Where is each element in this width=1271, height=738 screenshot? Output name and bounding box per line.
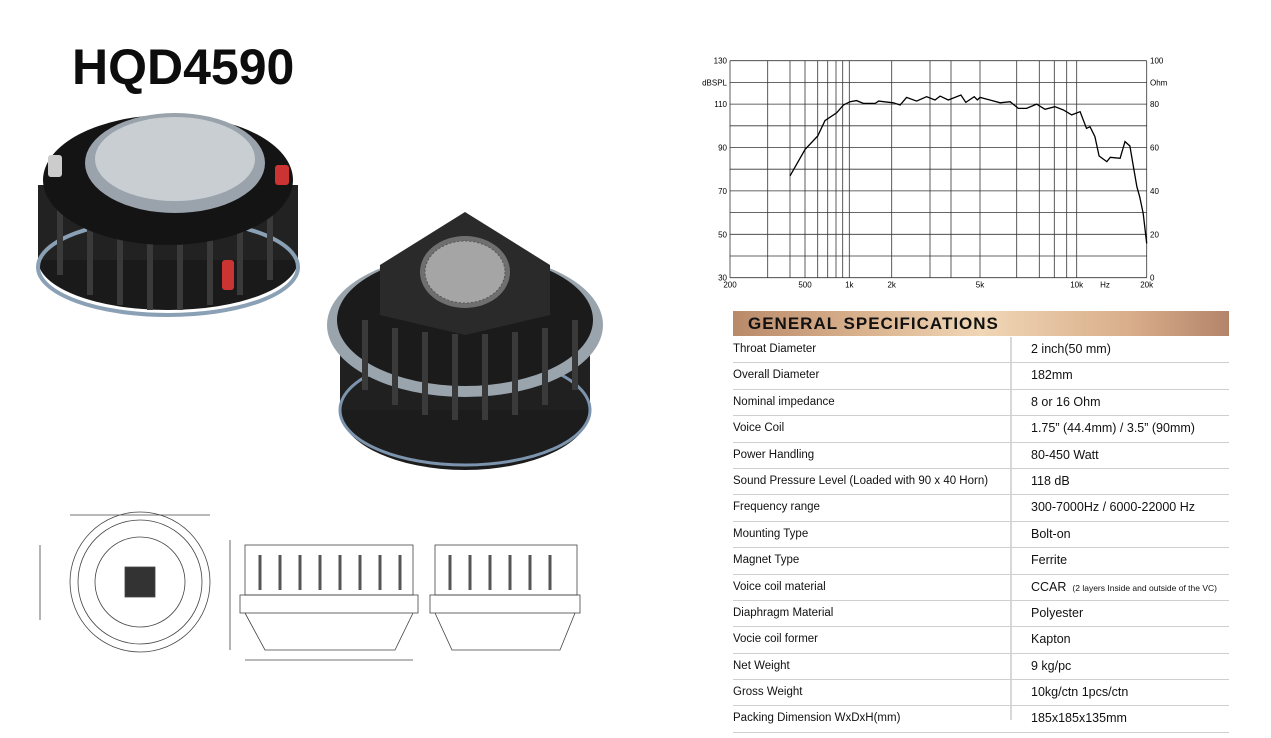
spec-row: Voice coil material CCAR (2 layers Inside … — [733, 575, 1229, 601]
spec-label: Diaphragm Material — [733, 606, 834, 619]
spec-label: Frequency range — [733, 501, 820, 514]
spec-label: Voice Coil — [733, 422, 785, 435]
x-tick-label: 1k — [845, 281, 854, 290]
spec-value: 8 or 16 Ohm — [1031, 395, 1100, 409]
spec-value-text: 1.75” (44.4mm) / 3.5” (90mm) — [1031, 421, 1195, 436]
spec-row: Net Weight 9 kg/pc — [733, 654, 1229, 681]
specs-table: Throat Diameter 2 inch(50 mm) Overall Diam… — [733, 337, 1229, 733]
spec-row: Overall Diameter 182mm — [733, 363, 1229, 390]
spec-row: Nominal impedance 8 or 16 Ohm — [733, 390, 1229, 417]
spec-row: Frequency range 300-7000Hz / 6000-22000 H… — [733, 495, 1229, 522]
y-axis-label-right: Ohm — [1150, 78, 1168, 87]
y-tick-label-left: 90 — [718, 144, 727, 153]
y-tick-label-left: 110 — [714, 100, 727, 109]
technical-drawings — [39, 511, 581, 661]
spec-label: Sound Pressure Level (Loaded with 90 x 4… — [733, 474, 989, 487]
y-tick-label-right: 80 — [1150, 100, 1159, 109]
x-tick-label: 2k — [887, 281, 896, 290]
spec-value-text: Polyester — [1031, 605, 1084, 620]
spec-value-note: (2 layers Inside and outside of the VC) — [1072, 582, 1218, 593]
spec-value-text: 8 or 16 Ohm — [1031, 394, 1101, 409]
spec-value-text: 10kg/ctn 1pcs/ctn — [1031, 685, 1129, 700]
y-tick-label-right: 0 — [1150, 274, 1155, 283]
spec-row: Gross Weight 10kg/ctn 1pcs/ctn — [733, 680, 1229, 707]
spec-value: 182mm — [1031, 368, 1073, 382]
spec-label: Packing Dimension WxDxH(mm) — [733, 712, 901, 725]
y-tick-label-right: 40 — [1150, 187, 1159, 196]
spec-label: Overall Diameter — [733, 369, 820, 382]
spec-value-text: Bolt-on — [1031, 526, 1071, 541]
spec-row: Diaphragm Material Polyester — [733, 601, 1229, 628]
spec-value: CCAR (2 layers Inside and outside of the … — [1031, 580, 1217, 594]
spec-value: Ferrite — [1031, 553, 1067, 567]
spec-row: Sound Pressure Level (Loaded with 90 x 4… — [733, 469, 1229, 496]
x-tick-label: 200 — [723, 281, 737, 290]
spec-label: Magnet Type — [733, 554, 800, 567]
spec-value: 2 inch(50 mm) — [1031, 342, 1111, 356]
spl-curve — [789, 94, 1148, 244]
spec-label: Power Handling — [733, 448, 815, 461]
y-tick-label-right: 100 — [1150, 57, 1164, 66]
y-tick-label-left: 30 — [718, 274, 727, 283]
spec-row: Power Handling 80-450 Watt — [733, 443, 1229, 469]
spec-label: Vocie coil former — [733, 633, 819, 646]
spec-row: Mounting Type Bolt-on — [733, 522, 1229, 549]
spec-value: 300-7000Hz / 6000-22000 Hz — [1031, 500, 1195, 514]
y-tick-label-right: 60 — [1150, 144, 1159, 153]
spec-value: 10kg/ctn 1pcs/ctn — [1031, 685, 1128, 699]
spec-value-text: Ferrite — [1031, 553, 1068, 568]
spec-label: Throat Diameter — [733, 343, 817, 355]
spec-value-text: Kapton — [1031, 632, 1071, 647]
spec-value-text: 118 dB — [1031, 473, 1070, 488]
spec-value-text: 182mm — [1031, 368, 1073, 383]
driver-photo-front — [327, 212, 603, 470]
x-axis-label: Hz — [1100, 281, 1110, 290]
y-tick-label-left: 130 — [714, 57, 728, 66]
x-tick-label: 500 — [798, 281, 812, 290]
spec-value: Polyester — [1031, 606, 1083, 620]
spec-value-text: 9 kg/pc — [1031, 658, 1072, 673]
specs-header-bar: GENERAL SPECIFICATIONS — [733, 311, 1229, 336]
spec-value-text: CCAR — [1031, 579, 1067, 594]
y-tick-label-left: 50 — [718, 230, 727, 239]
driver-photo-back — [36, 113, 300, 317]
spec-row: Voice Coil 1.75” (44.4mm) / 3.5” (90mm) — [733, 416, 1229, 443]
x-tick-label: 5k — [976, 281, 985, 290]
spec-label: Mounting Type — [733, 527, 809, 540]
specs-header-title: GENERAL SPECIFICATIONS — [748, 314, 999, 333]
spec-value: 1.75” (44.4mm) / 3.5” (90mm) — [1031, 421, 1195, 435]
x-tick-label: 10k — [1070, 281, 1084, 290]
spec-value: 80-450 Watt — [1031, 448, 1099, 462]
spec-row: Magnet Type Ferrite — [733, 548, 1229, 575]
spec-label: Voice coil material — [733, 580, 826, 593]
spec-value-text: 80-450 Watt — [1031, 447, 1099, 462]
spec-label: Gross Weight — [733, 686, 803, 699]
spec-value: 9 kg/pc — [1031, 659, 1071, 673]
y-tick-label-right: 20 — [1150, 230, 1159, 239]
spec-label: Nominal impedance — [733, 395, 835, 408]
spec-value-text: 185x185x135mm — [1031, 711, 1127, 726]
spec-row: Throat Diameter 2 inch(50 mm) — [733, 337, 1229, 364]
x-tick-label: 20k — [1140, 281, 1154, 290]
spec-row: Packing Dimension WxDxH(mm) 185x185x135mm — [733, 706, 1229, 733]
spec-row: Vocie coil former Kapton — [733, 627, 1229, 654]
spec-value: 185x185x135mm — [1031, 711, 1127, 725]
spec-label: Net Weight — [733, 659, 790, 672]
product-model-title: HQD4590 — [72, 39, 295, 95]
spec-value-text: 2 inch(50 mm) — [1031, 342, 1111, 356]
column-divider — [1010, 337, 1012, 720]
spec-value: 118 dB — [1031, 474, 1070, 488]
y-axis-label-left: dBSPL — [702, 78, 727, 87]
y-tick-label-left: 70 — [718, 187, 727, 196]
spec-value: Bolt-on — [1031, 527, 1071, 541]
spec-value: Kapton — [1031, 632, 1071, 646]
spec-value-text: 300-7000Hz / 6000-22000 Hz — [1031, 500, 1196, 515]
